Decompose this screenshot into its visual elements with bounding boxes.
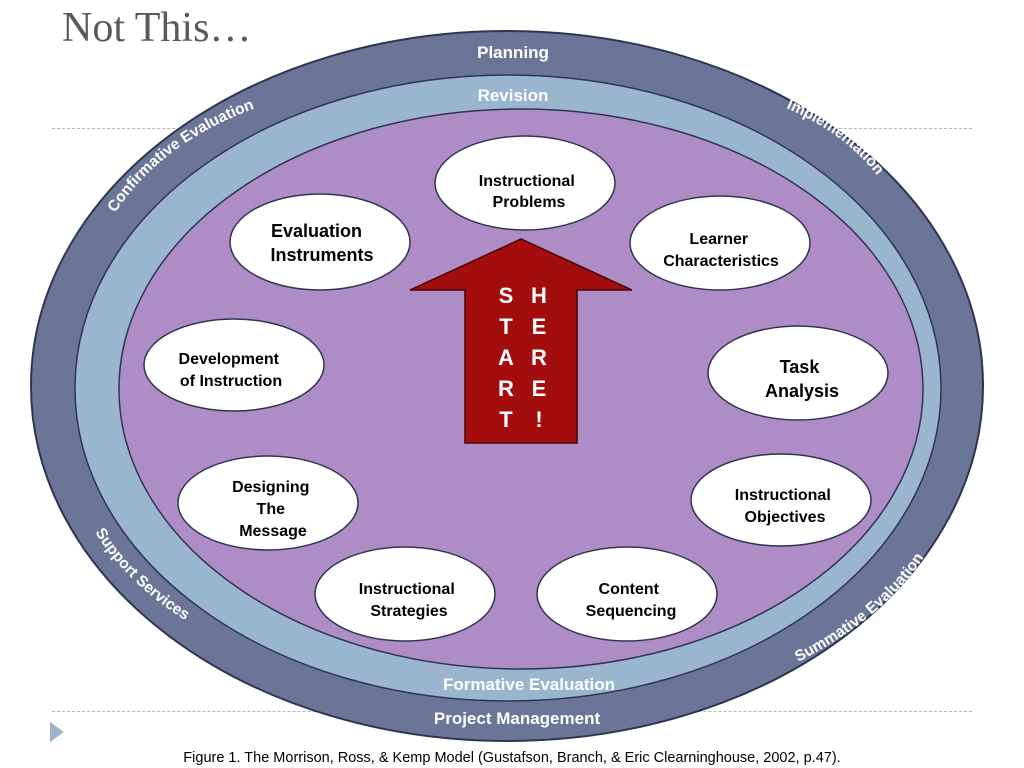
arrow-letter: R bbox=[498, 376, 514, 401]
node-learner-characteristics: Learner Characteristics bbox=[629, 195, 811, 291]
node-content-sequencing: Content Sequencing bbox=[536, 546, 718, 642]
slide-title: Not This… bbox=[62, 5, 252, 51]
svg-text:Instructional Problems: Instructional Problems bbox=[479, 173, 579, 211]
node-evaluation-instruments: Evaluation Instruments bbox=[229, 193, 411, 291]
node-label-line: Task bbox=[780, 357, 821, 377]
ring-label-project-management: Project Management bbox=[434, 709, 601, 728]
node-label-line: Instructional bbox=[479, 173, 575, 190]
svg-text:Designing The Mess: Designing The Message bbox=[232, 479, 314, 540]
node-instructional-objectives: Instructional Objectives bbox=[690, 453, 872, 547]
node-label-line: Instructional bbox=[359, 581, 455, 598]
node-label-line: Objectives bbox=[745, 509, 826, 526]
arrow-letter: E bbox=[532, 376, 547, 401]
node-designing-the-message: Designing The Message bbox=[177, 455, 359, 551]
arrow-letter: S bbox=[499, 283, 514, 308]
node-label-line: of Instruction bbox=[180, 373, 282, 390]
node-label-line: Analysis bbox=[765, 381, 839, 401]
ring-label-planning: Planning bbox=[477, 43, 549, 62]
svg-text:Instructional Objectives: Instructional Objectives bbox=[735, 487, 835, 526]
node-label-line: Characteristics bbox=[663, 253, 779, 270]
svg-text:Development of Instructi: Development of Instruction bbox=[179, 351, 284, 390]
node-label-line: Instructional bbox=[735, 487, 831, 504]
svg-text:Content Sequencing: Content Sequencing bbox=[586, 581, 677, 620]
node-label-line: Designing bbox=[232, 479, 309, 496]
node-label-line: Learner bbox=[689, 231, 748, 248]
node-label-line: Strategies bbox=[370, 603, 447, 620]
svg-text:Task Analysis: Task Analysis bbox=[765, 357, 839, 401]
arrow-letter: T bbox=[499, 407, 513, 432]
node-label-line: The bbox=[257, 501, 286, 518]
kemp-model-diagram: Planning Revision Formative Evaluation P… bbox=[30, 30, 984, 742]
figure-caption: Figure 1. The Morrison, Ross, & Kemp Mod… bbox=[183, 750, 841, 766]
arrow-letter: ! bbox=[535, 407, 542, 432]
node-label-line: Content bbox=[599, 581, 660, 598]
arrow-letter: A bbox=[498, 345, 514, 370]
arrow-letter: H bbox=[531, 283, 547, 308]
node-label-line: Development bbox=[179, 351, 280, 368]
node-label-line: Instruments bbox=[270, 245, 373, 265]
node-label-line: Sequencing bbox=[586, 603, 677, 620]
ring-label-formative-evaluation: Formative Evaluation bbox=[443, 675, 615, 694]
node-task-analysis: Task Analysis bbox=[707, 325, 889, 421]
node-label-line: Evaluation bbox=[271, 221, 362, 241]
node-label-line: Problems bbox=[493, 194, 566, 211]
node-label-line: Message bbox=[239, 523, 307, 540]
svg-text:Learner Characteristics: Learner Characteristics bbox=[663, 231, 779, 270]
svg-text:Instructional Strategies: Instructional Strategies bbox=[359, 581, 459, 620]
node-instructional-problems: Instructional Problems bbox=[434, 135, 616, 231]
arrow-letter: E bbox=[532, 314, 547, 339]
svg-text:Evaluation Instruments: Evaluation Instruments bbox=[270, 221, 373, 265]
node-instructional-strategies: Instructional Strategies bbox=[314, 546, 496, 642]
bullet-triangle-icon bbox=[50, 722, 64, 742]
node-development-of-instruction: Development of Instruction bbox=[143, 318, 325, 412]
arrow-letter: T bbox=[499, 314, 513, 339]
start-here-arrow bbox=[409, 238, 633, 444]
arrow-letter: R bbox=[531, 345, 547, 370]
ring-label-revision: Revision bbox=[478, 86, 549, 105]
